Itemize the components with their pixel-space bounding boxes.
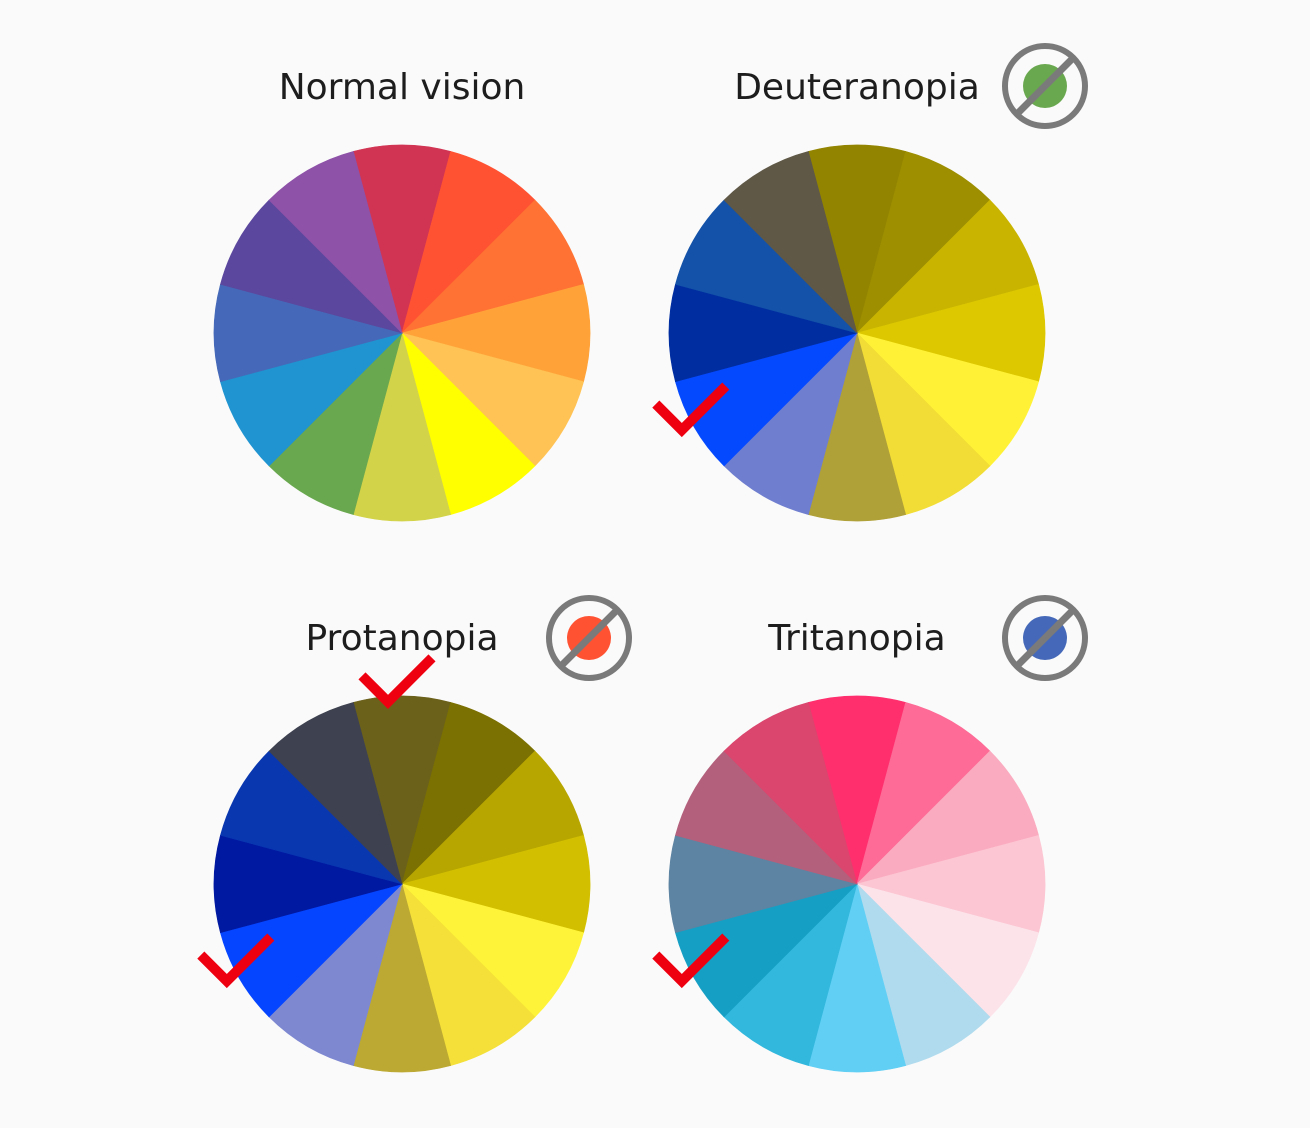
no-green-icon <box>1002 43 1088 129</box>
wheel-slice <box>675 883 859 1018</box>
title-tritanopia: Tritanopia <box>768 618 946 659</box>
wheel-slice <box>213 834 404 934</box>
wheel-slice <box>807 144 907 335</box>
wheel-slice <box>723 882 858 1066</box>
wheel-slice <box>807 882 907 1073</box>
no-red-icon <box>546 595 632 681</box>
wheel-slice <box>352 882 452 1073</box>
wheel-slice <box>401 882 536 1066</box>
check-mark-icon <box>652 382 730 438</box>
wheel-slice <box>401 331 536 515</box>
wheel-slice <box>856 151 991 335</box>
wheel-slice <box>668 834 859 934</box>
title-deuteranopia: Deuteranopia <box>734 67 980 108</box>
wheel-slice <box>400 883 584 1018</box>
wheel-slice <box>855 199 1039 334</box>
wheel-slice <box>400 283 591 383</box>
wheel-slice <box>856 702 991 886</box>
wheel-slice <box>352 331 452 522</box>
wheel-slice <box>400 332 584 467</box>
wheel-slice <box>855 332 1039 467</box>
wheel-slice <box>352 144 452 335</box>
wheel-slice <box>807 331 907 522</box>
wheel-tritanopia <box>652 695 1046 1073</box>
wheel-slice <box>220 332 404 467</box>
wheel-slice <box>268 702 403 886</box>
wheel-slice <box>855 883 1039 1018</box>
wheel-deuteranopia <box>652 144 1046 522</box>
wheel-slice <box>400 199 584 334</box>
no-blue-icon <box>1002 595 1088 681</box>
check-mark-icon <box>358 654 436 709</box>
wheel-slice <box>268 151 403 335</box>
wheel-slice <box>807 695 907 886</box>
wheel-slice <box>400 750 584 885</box>
wheel-slice <box>268 882 403 1066</box>
wheel-slice <box>675 750 859 885</box>
wheel-slice <box>401 151 536 335</box>
wheel-slice <box>213 283 404 383</box>
wheel-slice <box>352 695 452 886</box>
wheel-slice <box>400 834 591 934</box>
wheel-slice <box>220 883 404 1018</box>
wheel-slice <box>220 750 404 885</box>
wheel-slice <box>401 702 536 886</box>
wheel-slice <box>723 151 858 335</box>
wheel-slice <box>856 331 991 515</box>
wheel-slice <box>855 750 1039 885</box>
wheel-slice <box>855 283 1046 383</box>
title-normal-vision: Normal vision <box>278 67 526 108</box>
wheel-protanopia <box>197 654 591 1073</box>
wheel-slice <box>268 331 403 515</box>
wheel-slice <box>856 882 991 1066</box>
check-mark-icon <box>652 933 730 989</box>
wheel-slice <box>220 199 404 334</box>
wheel-slice <box>675 199 859 334</box>
title-protanopia: Protanopia <box>305 618 499 659</box>
wheel-slice <box>668 283 859 383</box>
wheel-slice <box>675 332 859 467</box>
wheel-normal <box>213 144 591 522</box>
check-mark-icon <box>197 933 275 989</box>
wheel-slice <box>723 331 858 515</box>
wheel-slice <box>855 834 1046 934</box>
wheel-slice <box>723 702 858 886</box>
